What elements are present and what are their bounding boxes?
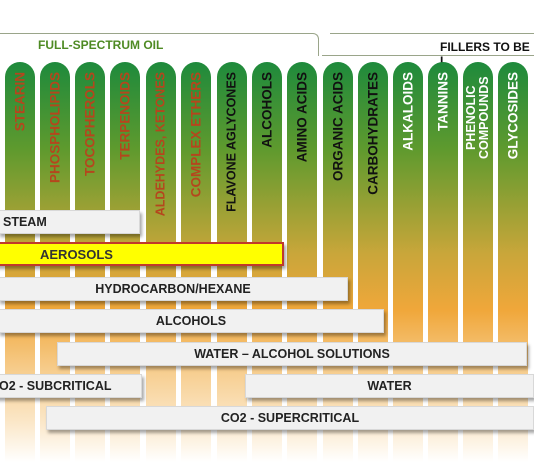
full-spectrum-bracket — [0, 33, 319, 56]
bar-aerosols: AEROSOLS — [0, 242, 284, 266]
fillers-bracket-top — [330, 33, 534, 35]
column-label: TOCOPHEROLS — [82, 72, 98, 177]
column-label: STEARIN — [12, 72, 28, 132]
bar-hydrocarbon-hexane: HYDROCARBON/HEXANE — [0, 277, 348, 301]
column-label: ALDEHYDES, KETONES — [153, 72, 168, 217]
column-alkaloids: ALKALOIDS — [393, 62, 423, 462]
bar-o2-subcritical: O2 - SUBCRITICAL — [0, 374, 142, 398]
column-label: ORGANIC ACIDS — [330, 72, 346, 182]
full-spectrum-header: FULL-SPECTRUM OIL — [38, 38, 164, 52]
bar-water-alcohol-solutions: WATER – ALCOHOL SOLUTIONS — [57, 342, 527, 366]
column-label: CARBOHYDRATES — [365, 72, 381, 195]
column-tannins: TANNINS — [428, 62, 458, 462]
column-glycosides: GLYCOSIDES — [498, 62, 528, 462]
column-amino-acids: AMINO ACIDS — [287, 62, 317, 462]
column-label: ALKALOIDS — [400, 72, 416, 151]
column-label: PHOSPHOLIPIDS — [47, 72, 63, 184]
column-label: COMPLEX ETHERS — [188, 72, 204, 198]
column-label: GLYCOSIDES — [505, 72, 521, 160]
fillers-bracket — [322, 55, 534, 57]
column-label: AMINO ACIDS — [294, 72, 310, 163]
column-label: FLAVONE AGLYCONES — [224, 72, 239, 212]
bar-alcohols: ALCOHOLS — [0, 309, 384, 333]
column-label: ALCOHOLS — [259, 72, 275, 148]
column-label: TANNINS — [435, 72, 451, 131]
column-organic-acids: ORGANIC ACIDS — [323, 62, 353, 462]
bar-water: WATER — [245, 374, 534, 398]
bar-co2-supercritical: CO2 - SUPERCRITICAL — [46, 406, 534, 430]
bar-steam: STEAM — [0, 210, 140, 234]
column-label: TERPENOIDS — [117, 72, 133, 160]
fillers-header: FILLERS TO BE I — [440, 40, 530, 68]
column-carbohydrates: CARBOHYDRATES — [358, 62, 388, 462]
